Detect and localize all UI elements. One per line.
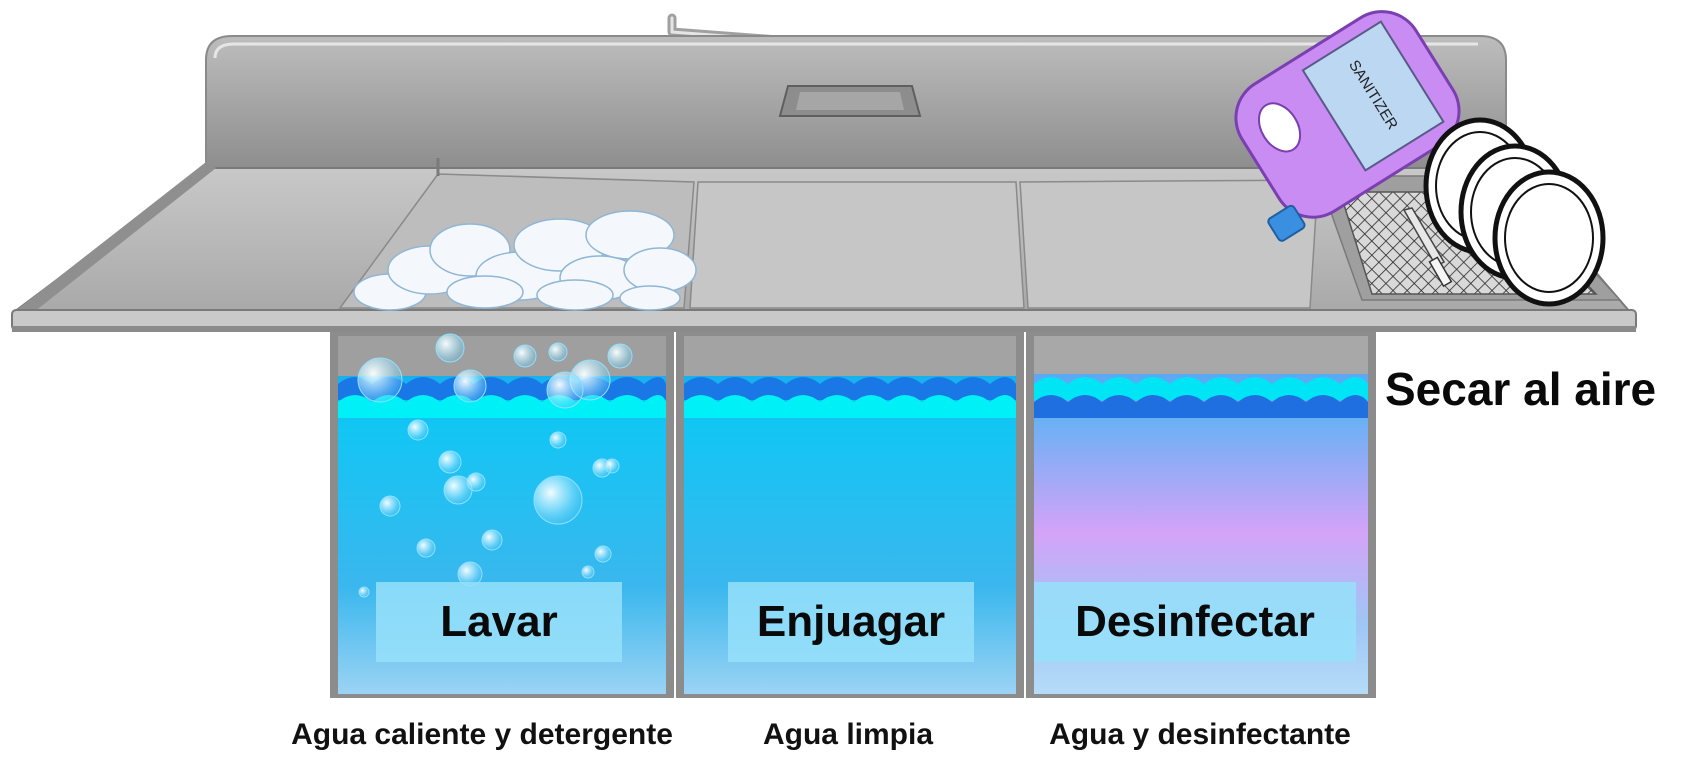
wave-back xyxy=(684,377,1016,400)
air-dry-label: Secar al aire xyxy=(1385,363,1657,415)
bubble xyxy=(358,586,370,598)
basin-caption-sanitize: Agua y desinfectante xyxy=(1049,718,1351,751)
plates xyxy=(1423,117,1606,307)
bubble xyxy=(466,472,486,492)
basin-title-wash: Lavar xyxy=(376,582,622,662)
bubble xyxy=(453,369,487,403)
wave-back xyxy=(1034,377,1368,400)
wave-front xyxy=(684,395,1016,418)
bubble xyxy=(416,538,436,558)
bubble xyxy=(481,529,503,551)
bubble xyxy=(438,450,462,474)
bubble xyxy=(594,545,612,563)
bubble xyxy=(533,475,583,525)
bubble xyxy=(513,344,537,368)
sanitizer-bottle: SANITIZER xyxy=(1234,10,1461,242)
bubble xyxy=(607,343,633,369)
faucet-base xyxy=(778,85,922,117)
bubble xyxy=(604,458,620,474)
bubble xyxy=(581,565,595,579)
basin-title-sanitize: Desinfectar xyxy=(1034,582,1356,662)
knife xyxy=(1402,207,1453,288)
basin-title-rinse: Enjuagar xyxy=(728,582,974,662)
bubble xyxy=(407,419,429,441)
basin-caption-wash: Agua caliente y detergente xyxy=(291,718,673,751)
wave-front xyxy=(1034,395,1368,418)
bubble xyxy=(548,342,568,362)
basin-caption-rinse: Agua limpia xyxy=(762,718,934,751)
bubble xyxy=(549,431,567,449)
bubble xyxy=(379,495,401,517)
bubble xyxy=(357,357,403,403)
bubble xyxy=(546,371,584,409)
bubbles xyxy=(357,333,633,598)
wave-front xyxy=(338,395,666,418)
bubble xyxy=(435,333,465,363)
sink-counter xyxy=(11,158,1637,332)
foam-suds xyxy=(353,210,697,311)
